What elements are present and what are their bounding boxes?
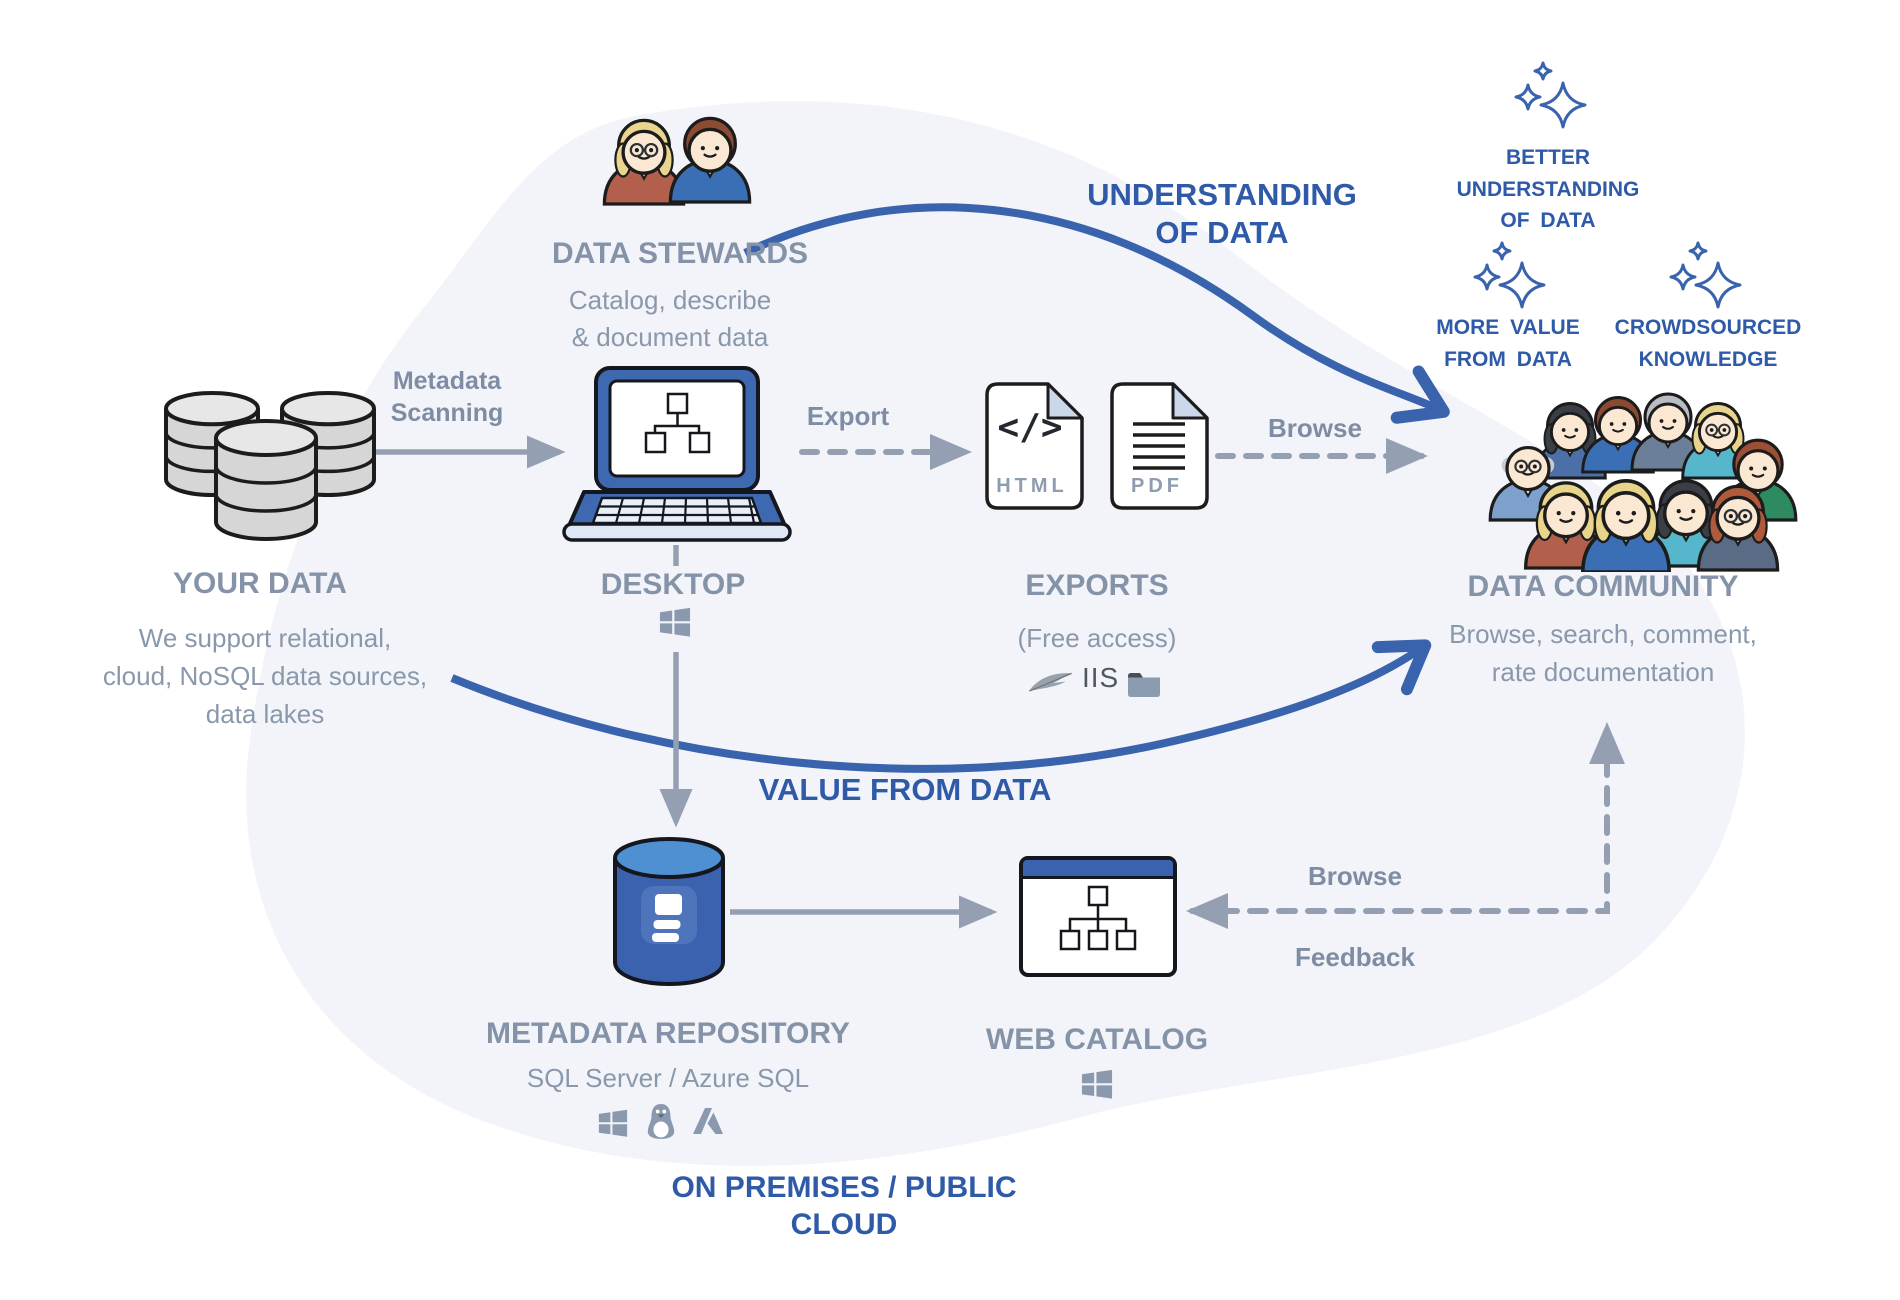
hierarchy-glyph [1059, 885, 1137, 951]
your-data-desc: We support relational, cloud, NoSQL data… [102, 623, 428, 729]
html-file-icon: </> HTML [982, 380, 1086, 512]
metadata-scanning-label: Metadata Scanning [390, 367, 504, 427]
browse-top-label: Browse [1268, 413, 1362, 443]
apache-feather-icon [1028, 672, 1072, 692]
export-label: Export [806, 401, 890, 431]
pdf-file-icon: PDF [1107, 380, 1211, 512]
data-stewards-title: DATA STEWARDS [551, 237, 809, 270]
linux-tux-icon [647, 1104, 675, 1139]
document-shape [985, 382, 1084, 510]
data-stewards-desc: Catalog, describe & document data [568, 285, 772, 353]
understanding-arrow [743, 203, 1450, 424]
metadata-repository-title: METADATA REPOSITORY [486, 1017, 850, 1050]
html-label: HTML [996, 475, 1068, 497]
browser-titlebar [1023, 860, 1173, 879]
windows-logo-icon [659, 607, 691, 637]
sparkles-icon [1669, 241, 1742, 309]
azure-logo-icon [693, 1108, 723, 1134]
laptop-icon [562, 366, 792, 542]
pdf-label: PDF [1131, 475, 1183, 497]
sparkles-icon [1514, 61, 1587, 129]
people-crowd-icon [1488, 392, 1798, 572]
value-from-data-label: VALUE FROM DATA [758, 772, 1052, 807]
desktop-title: DESKTOP [600, 568, 746, 601]
data-community-desc: Browse, search, comment, rate documentat… [1449, 619, 1757, 687]
metadata-repository-subtitle: SQL Server / Azure SQL [526, 1063, 810, 1093]
web-catalog-title: WEB CATALOG [985, 1023, 1209, 1056]
iis-logo: IIS [1082, 662, 1120, 693]
exports-title: EXPORTS [1025, 569, 1169, 602]
your-data-title: YOUR DATA [173, 567, 347, 600]
feedback-label: Feedback [1295, 942, 1415, 972]
browse-right-label: Browse [1308, 861, 1402, 891]
windows-logo-icon [598, 1109, 628, 1137]
value-arrow [450, 639, 1432, 773]
data-community-title: DATA COMMUNITY [1467, 570, 1739, 603]
understanding-of-data-label: UNDERSTANDING OF DATA [1087, 177, 1357, 250]
database-stack-icon [164, 390, 376, 541]
document-shape [1110, 382, 1209, 510]
two-people-icon [602, 116, 752, 206]
browse-feedback-connector [1186, 722, 1625, 929]
benefit-more-value: MORE VALUE FROM DATA [1436, 316, 1580, 371]
browser-window-icon [1019, 856, 1177, 977]
benefit-crowdsourced: CROWDSOURCED KNOWLEDGE [1614, 316, 1802, 371]
sparkles-icon [1473, 241, 1546, 309]
folder-icon [1128, 673, 1160, 697]
windows-logo-icon [1081, 1069, 1113, 1099]
on-premises-label: ON PREMISES / PUBLIC CLOUD [671, 1171, 1017, 1241]
benefit-better-understanding: BETTER UNDERSTANDING OF DATA [1456, 146, 1640, 232]
code-glyph: </> [997, 407, 1063, 448]
exports-subtitle: (Free access) [1017, 623, 1177, 653]
database-cylinder-icon [613, 837, 725, 987]
